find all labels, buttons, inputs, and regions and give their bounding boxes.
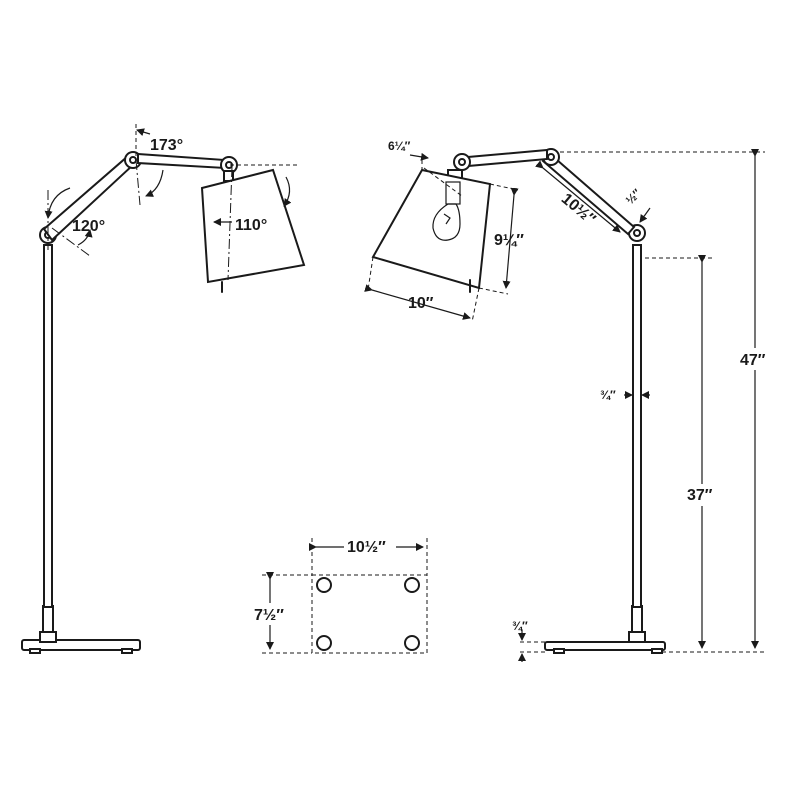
left-lamp-upper-arm (137, 152, 226, 170)
dim-base-width: 10½″ (347, 539, 386, 556)
angle-label-lower-joint: 120° (72, 218, 105, 235)
left-lamp-foot-left (29, 648, 41, 654)
right-lamp-stem (632, 244, 642, 608)
dim-shade-height: 9¼″ (494, 232, 524, 249)
angle-label-top-joint: 173° (150, 137, 183, 154)
dim-base-depth: 7½″ (254, 607, 284, 624)
base-foot-bottom-right (404, 635, 420, 651)
left-lamp-shade (200, 168, 306, 284)
dim-stem-height: 37″ (687, 487, 713, 504)
base-foot-top-right (404, 577, 420, 593)
dim-overall-height: 47″ (740, 352, 766, 369)
left-lamp-foot-right (121, 648, 133, 654)
base-foot-top-left (316, 577, 332, 593)
base-plan-view: 10½″ 7½″ (252, 536, 428, 654)
dim-base-thickness: ¾″ (512, 619, 528, 633)
base-foot-bottom-left (316, 635, 332, 651)
base-plan-outline (311, 574, 428, 654)
right-lamp-upper-arm (467, 148, 548, 168)
dim-shade-top: 6¼″ (388, 139, 411, 153)
left-lamp: 173° 120° 110° (21, 124, 306, 654)
dim-shade-width: 10″ (408, 295, 434, 312)
right-lamp-base (544, 641, 666, 651)
right-lamp-shade (371, 168, 492, 290)
right-lamp: 6¼″ 9¼″ 10″ 10½″ ½″ ¾″ 47″ 37″ (364, 139, 772, 662)
left-lamp-stem-nut (39, 631, 57, 643)
left-lamp-stem (43, 244, 53, 608)
right-lamp-shade-joint (453, 153, 471, 171)
right-lamp-bulb (432, 203, 461, 241)
angle-label-shade-tilt: 110° (235, 217, 267, 234)
dim-joint-drop: ½″ (623, 186, 644, 207)
dim-stem-diameter: ¾″ (600, 388, 616, 402)
